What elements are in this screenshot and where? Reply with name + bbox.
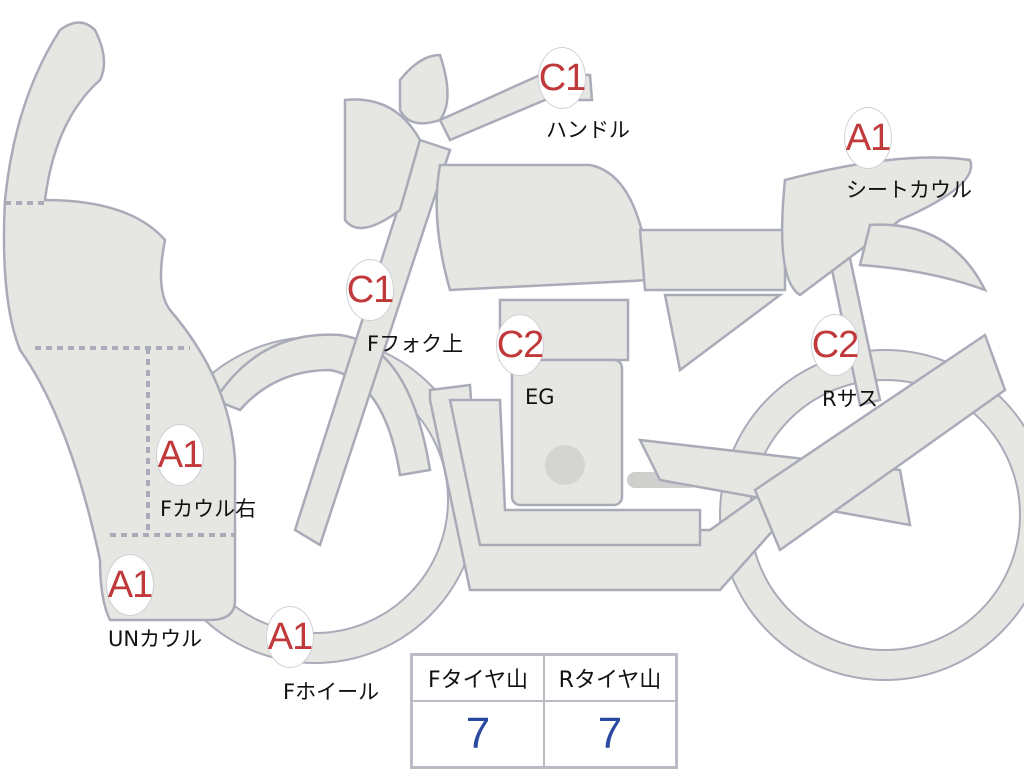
grade-marker-handle: C1 <box>538 47 586 109</box>
part-label-engine: EG <box>525 385 555 409</box>
grade-text: A1 <box>107 563 153 606</box>
part-label-rear-suspension: Rサス <box>822 387 879 411</box>
rear-tire-value: 7 <box>543 700 678 769</box>
grade-marker-front-wheel: A1 <box>266 606 314 668</box>
grade-text: A1 <box>845 116 891 159</box>
grade-marker-rear-suspension: C2 <box>811 314 859 376</box>
grade-text: A1 <box>267 615 313 658</box>
front-tire-header: Fタイヤ山 <box>410 653 545 702</box>
front-tire-value: 7 <box>410 700 545 769</box>
grade-text: C1 <box>538 56 587 99</box>
grade-text: C2 <box>496 323 545 366</box>
part-label-handle: ハンドル <box>546 118 630 142</box>
grade-marker-front-cowl-right: A1 <box>156 424 204 486</box>
grade-marker-under-cowl: A1 <box>106 554 154 616</box>
grade-text: A1 <box>157 433 203 476</box>
grade-text: C2 <box>811 323 860 366</box>
part-label-front-cowl-right: Fカウル右 <box>160 497 257 521</box>
rear-tire-header: Rタイヤ山 <box>543 653 678 702</box>
tire-tread-table: Fタイヤ山 Rタイヤ山 7 7 <box>410 653 678 769</box>
part-label-front-wheel: Fホイール <box>283 680 380 704</box>
part-label-seat-cowl: シートカウル <box>846 178 972 202</box>
grade-marker-seat-cowl: A1 <box>844 107 892 169</box>
grade-marker-engine: C2 <box>496 314 544 376</box>
part-label-under-cowl: UNカウル <box>108 627 203 651</box>
grade-text: C1 <box>346 268 395 311</box>
part-label-fork-upper: Fフォク上 <box>367 332 464 356</box>
grade-marker-fork-upper: C1 <box>346 259 394 321</box>
